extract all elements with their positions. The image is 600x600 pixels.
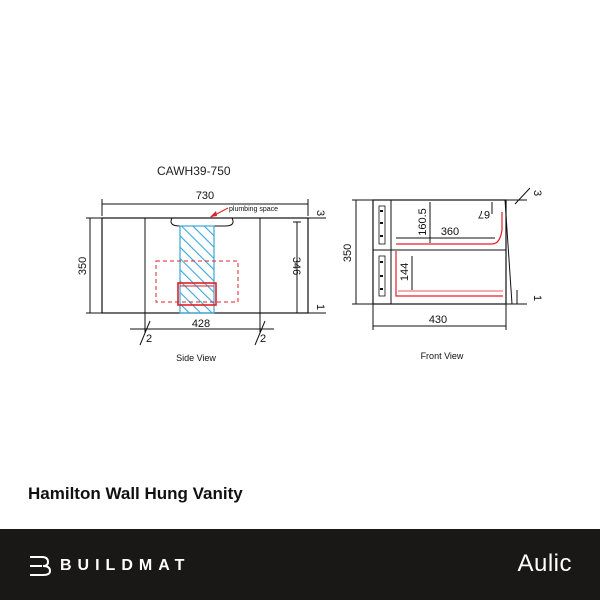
runner-screw xyxy=(380,222,383,224)
dim-front-top-clearance: 3 xyxy=(531,190,543,196)
runner-lower xyxy=(378,255,386,297)
dim-top-gap: 67 xyxy=(478,208,490,220)
clearance-leader-top xyxy=(514,187,531,205)
dim-side-gap-left: 2 xyxy=(146,333,152,345)
gap-leader-left xyxy=(139,320,151,346)
plumbing-space-label: plumbing space xyxy=(229,206,278,213)
runner-screw xyxy=(380,210,383,212)
front-view: 350 160.5 360 144 67 3 1 430 Front View xyxy=(342,187,543,361)
dim-width-overall: 730 xyxy=(196,190,214,202)
dim-lower-height: 144 xyxy=(399,263,411,281)
runner-screw xyxy=(380,288,383,290)
runner-upper xyxy=(378,205,386,245)
side-view-caption: Side View xyxy=(176,353,216,363)
plumbing-cutout-lower xyxy=(395,251,503,297)
gap-leader-right xyxy=(254,320,266,346)
runner-screw xyxy=(380,235,383,237)
front-view-caption: Front View xyxy=(421,351,464,361)
buildmat-wordmark: BUILDMAT xyxy=(60,557,191,574)
drawer-runners xyxy=(378,205,386,297)
dim-top-clearance: 3 xyxy=(314,210,326,216)
plumbing-cutout-upper xyxy=(396,212,503,245)
dim-inner-height: 346 xyxy=(290,257,302,275)
front-view-door-edge xyxy=(504,199,513,305)
plumbing-space-area xyxy=(179,225,215,314)
model-code: CAWH39-750 xyxy=(157,164,231,178)
dim-front-bottom-clearance: 1 xyxy=(531,295,543,301)
plumbing-zone-dashed xyxy=(155,260,239,303)
dim-drawer-height: 160.5 xyxy=(417,208,429,236)
runner-screw xyxy=(380,261,383,263)
technical-drawing: CAWH39-750 plumbing space 730 350 346 3 … xyxy=(77,164,543,363)
product-title: Hamilton Wall Hung Vanity xyxy=(28,484,243,503)
dim-inner-width: 428 xyxy=(192,318,210,330)
brand-footer: BUILDMAT Aulic xyxy=(0,529,600,600)
dim-bottom-clearance: 1 xyxy=(314,304,326,310)
buildmat-logo-icon xyxy=(30,556,52,576)
basin-outline xyxy=(170,217,234,227)
dim-front-depth: 430 xyxy=(429,314,447,326)
dim-front-height: 350 xyxy=(342,244,354,262)
aulic-wordmark: Aulic xyxy=(517,550,572,577)
runner-screw xyxy=(380,275,383,277)
side-view: plumbing space 730 350 346 3 1 428 2 2 S… xyxy=(77,190,326,363)
dim-height: 350 xyxy=(77,257,89,275)
plumbing-label-arrow xyxy=(210,211,217,217)
buildmat-brand: BUILDMAT xyxy=(28,555,190,577)
dim-side-gap-right: 2 xyxy=(260,333,266,345)
dim-drawer-depth: 360 xyxy=(441,226,459,238)
front-view-outline xyxy=(372,199,507,305)
waste-trap-box xyxy=(177,282,217,306)
